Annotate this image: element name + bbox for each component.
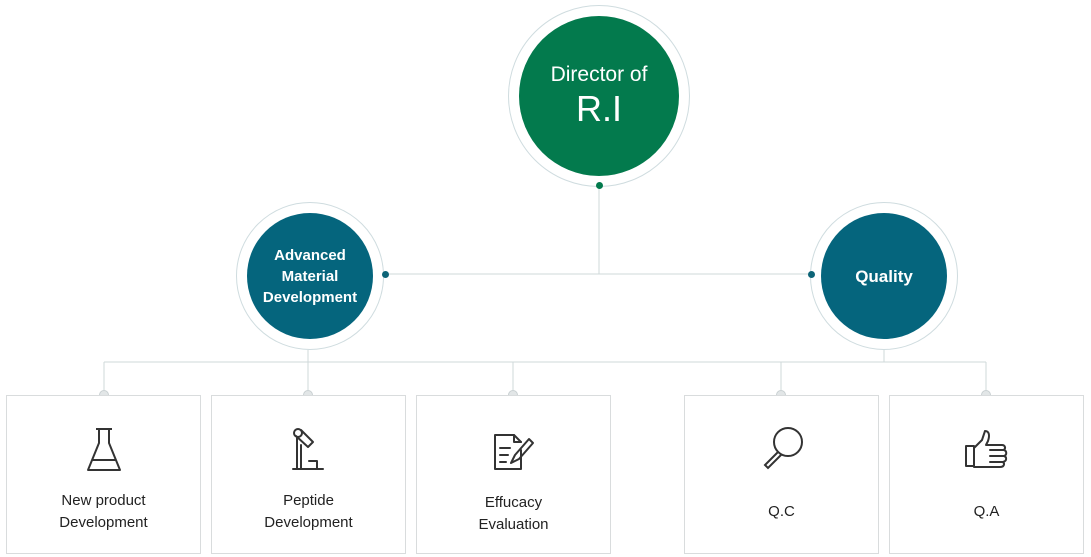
document-pen-icon [493,434,534,470]
box-label: New product Development [59,492,148,531]
effucacy-evaluation-box: Effucacy Evaluation [416,395,611,554]
thumbs-up-icon [964,430,1007,468]
magnifier-icon [763,427,803,470]
new-product-development-box: New product Development [6,395,201,554]
box-label: Effucacy Evaluation [478,494,549,533]
quality-node-dot [807,270,815,278]
quality-node: Quality [821,213,947,339]
qc-box: Q.C [684,395,879,554]
advanced-material-node-label: Advanced Material Development [262,246,358,306]
microscope-icon [291,428,324,470]
director-node: Director of R.I [519,16,679,176]
box-label: Peptide Development [264,492,353,531]
peptide-development-box: Peptide Development [211,395,406,554]
quality-node-label: Quality [855,266,913,286]
advanced-material-node: Advanced Material Development [247,213,373,339]
box-label: Q.A [973,503,1000,520]
advanced-material-node-dot [381,270,389,278]
director-node-dot [595,181,603,189]
box-label: Q.C [768,503,795,520]
director-node-title-line1: Director of [550,63,648,86]
flask-icon [86,428,121,471]
qa-box: Q.A [889,395,1084,554]
director-node-title-line2: R.I [575,88,622,129]
